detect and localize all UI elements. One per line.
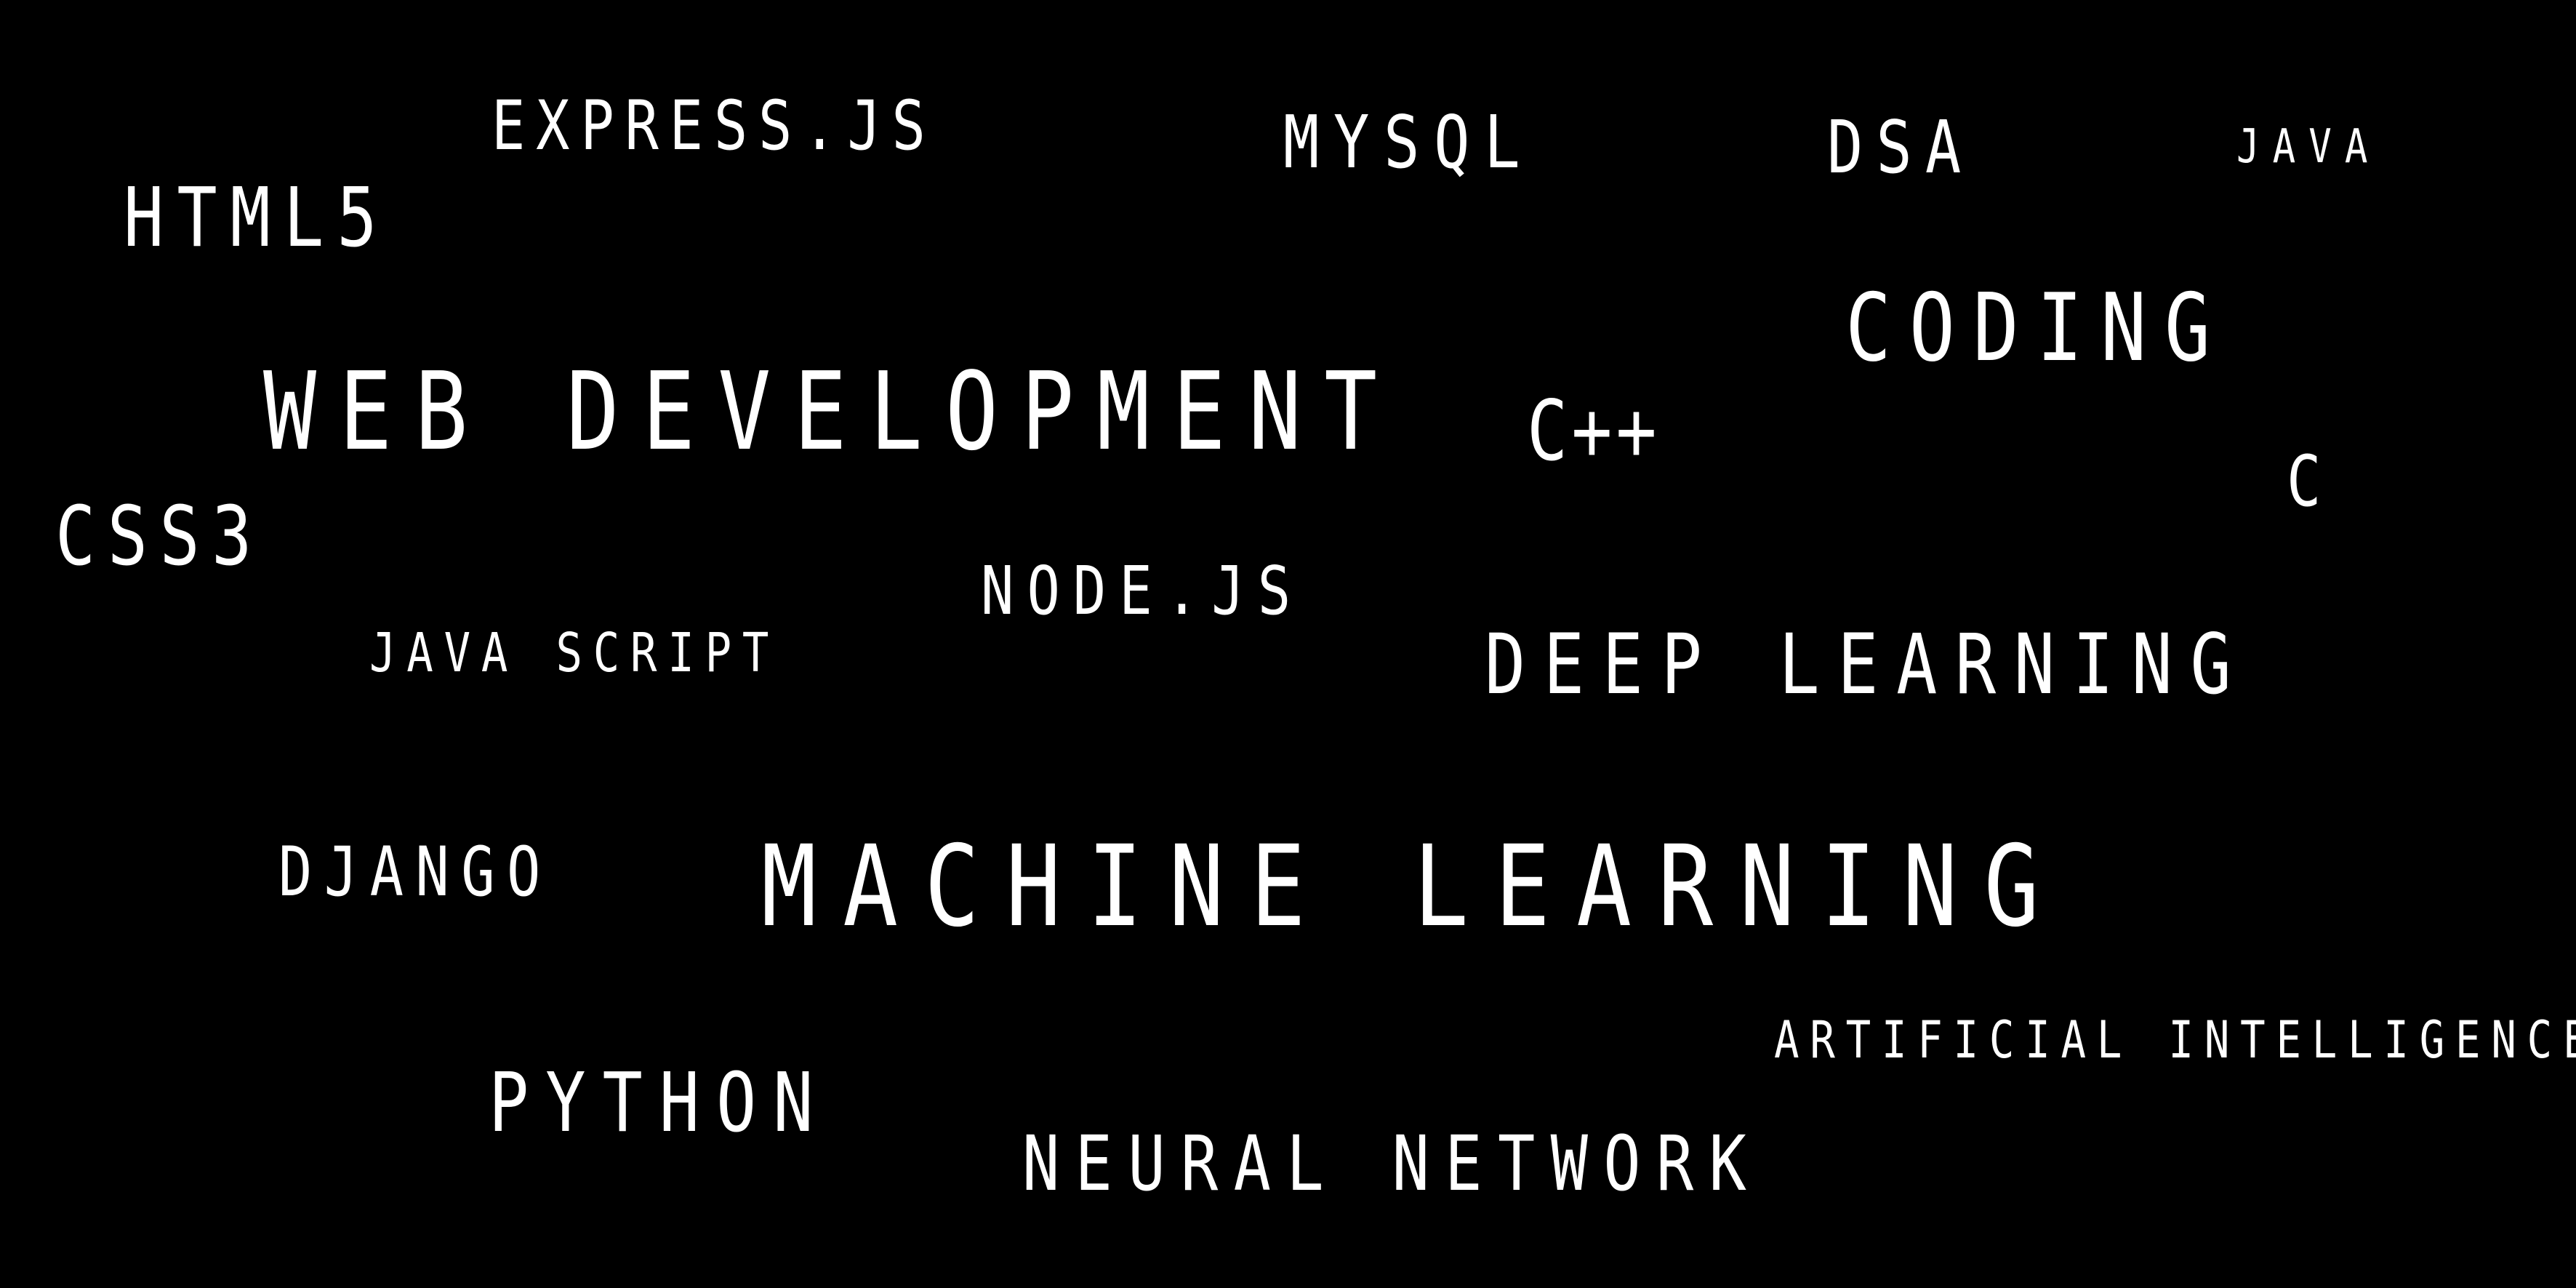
word-java-script: JAVA SCRIPT (369, 622, 780, 684)
word-django: DJANGO (278, 833, 553, 912)
word-dsa: DSA (1827, 105, 1975, 190)
word-neural-network: NEURAL NETWORK (1022, 1119, 1762, 1208)
word-c: C (2287, 441, 2322, 522)
word-node-js: NODE.JS (981, 552, 1304, 630)
word-html5: HTML5 (124, 171, 390, 265)
word-machine-learning: MACHINE LEARNING (761, 822, 2066, 952)
word-deep-learning: DEEP LEARNING (1485, 616, 2250, 713)
word-css3: CSS3 (55, 489, 264, 584)
word-coding: CODING (1845, 274, 2228, 383)
word-express-js: EXPRESS.JS (491, 87, 936, 166)
word-c-plus-plus: C++ (1527, 383, 1661, 479)
word-mysql: MYSQL (1283, 100, 1535, 185)
word-artificial-intelligence: ARTIFICIAL INTELLIGENCE (1774, 1010, 2576, 1070)
word-java: JAVA (2236, 120, 2381, 174)
word-python: PYTHON (489, 1056, 830, 1151)
word-web-development: WEB DEVELOPMENT (263, 349, 1400, 474)
